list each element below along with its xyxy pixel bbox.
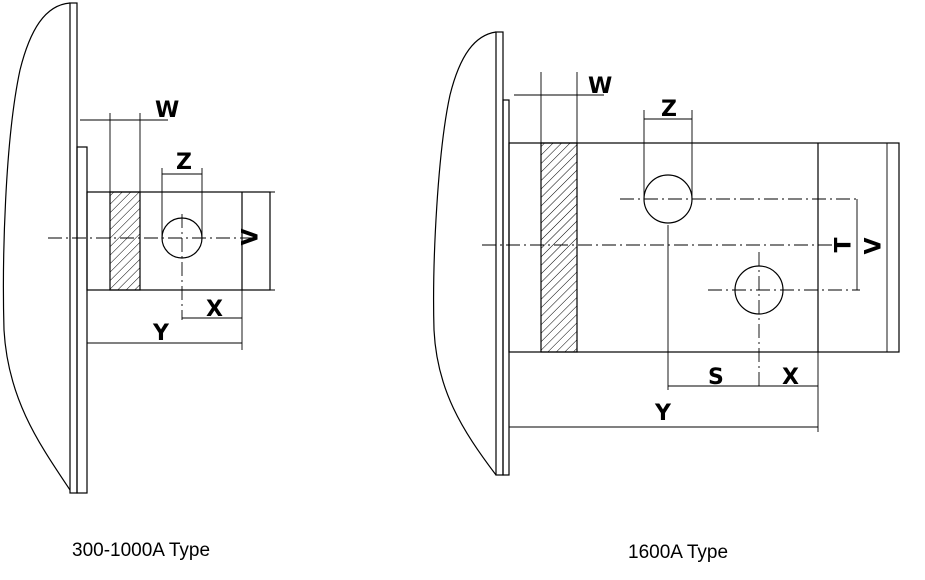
right-hatched-spacer [540, 142, 578, 353]
right-diagram: W Z T V S X Y 1600A Type [433, 31, 900, 563]
right-front-plate [495, 31, 504, 476]
left-v-label: V [239, 228, 264, 245]
left-z-label: Z [176, 150, 192, 175]
right-terminal-bar [508, 142, 900, 353]
right-z-label: Z [661, 97, 677, 122]
right-base-step [502, 99, 510, 476]
left-hatched-spacer [109, 191, 141, 291]
left-caption: 300-1000A Type [72, 540, 210, 561]
left-front-plate [69, 2, 78, 494]
right-t-label: T [832, 237, 857, 252]
left-breaker-body [2, 2, 71, 491]
left-base-step [76, 146, 88, 494]
right-v-label: V [862, 237, 887, 254]
left-x-label: X [206, 297, 223, 322]
left-y-label: Y [152, 321, 170, 346]
right-caption: 1600A Type [628, 542, 728, 563]
right-x-label: X [782, 365, 799, 390]
right-s-label: S [708, 365, 724, 390]
left-w-label: W [155, 98, 179, 123]
right-breaker-body [433, 31, 497, 476]
right-y-label: Y [654, 401, 672, 426]
left-diagram: W Z V X Y 300-1000A Type [2, 2, 275, 561]
right-w-label: W [588, 74, 612, 99]
